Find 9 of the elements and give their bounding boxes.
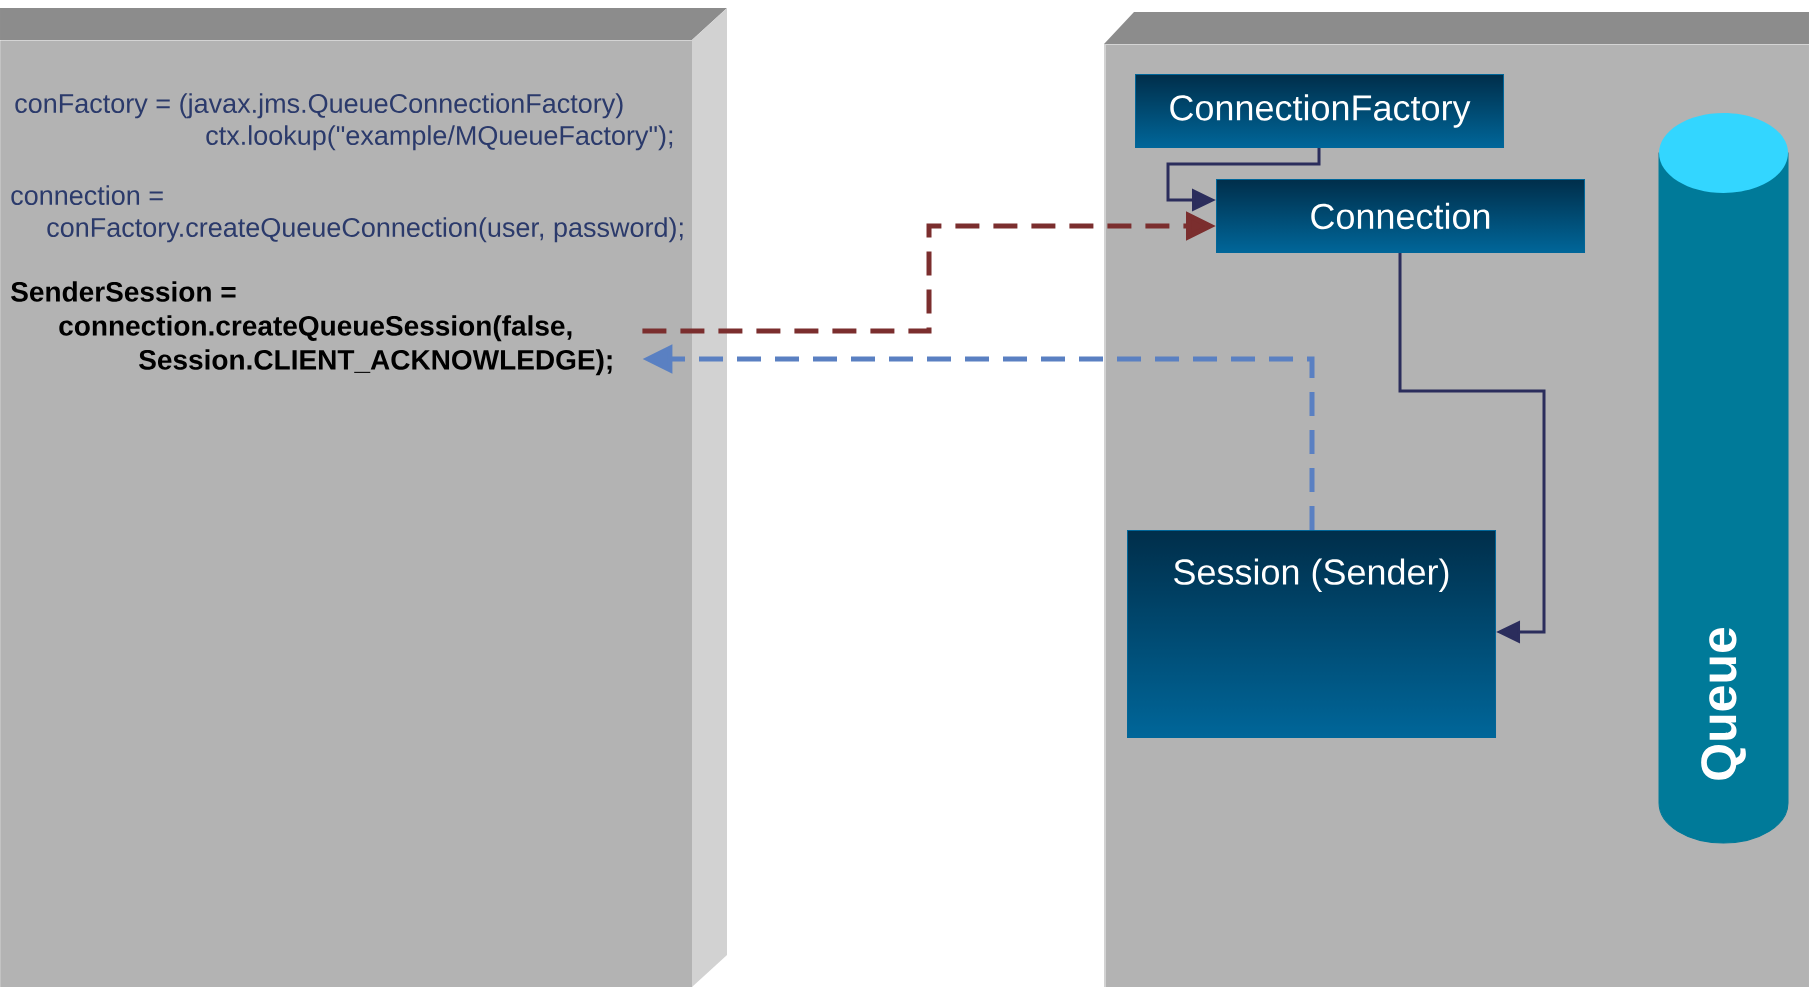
code-text: conFactory = (javax.jms.QueueConnectionFactory) ctx.lookup("example/MQueueFactory"); — [15, 93, 673, 151]
code-text: SenderSession = connection.createQueueSession(false, Session.CLIENT_ACKNOWLEDGE); — [11, 281, 612, 376]
object-box: Session (Sender) — [1127, 530, 1496, 738]
object-box: Connection — [1216, 179, 1585, 253]
code-text: connection = conFactory.createQueueConnection(user, password); — [11, 185, 683, 243]
panel-block — [0, 8, 727, 987]
queue-cylinder: Queue — [1658, 113, 1789, 844]
object-box: ConnectionFactory — [1135, 74, 1504, 148]
connector-arrow — [1398, 253, 1546, 644]
